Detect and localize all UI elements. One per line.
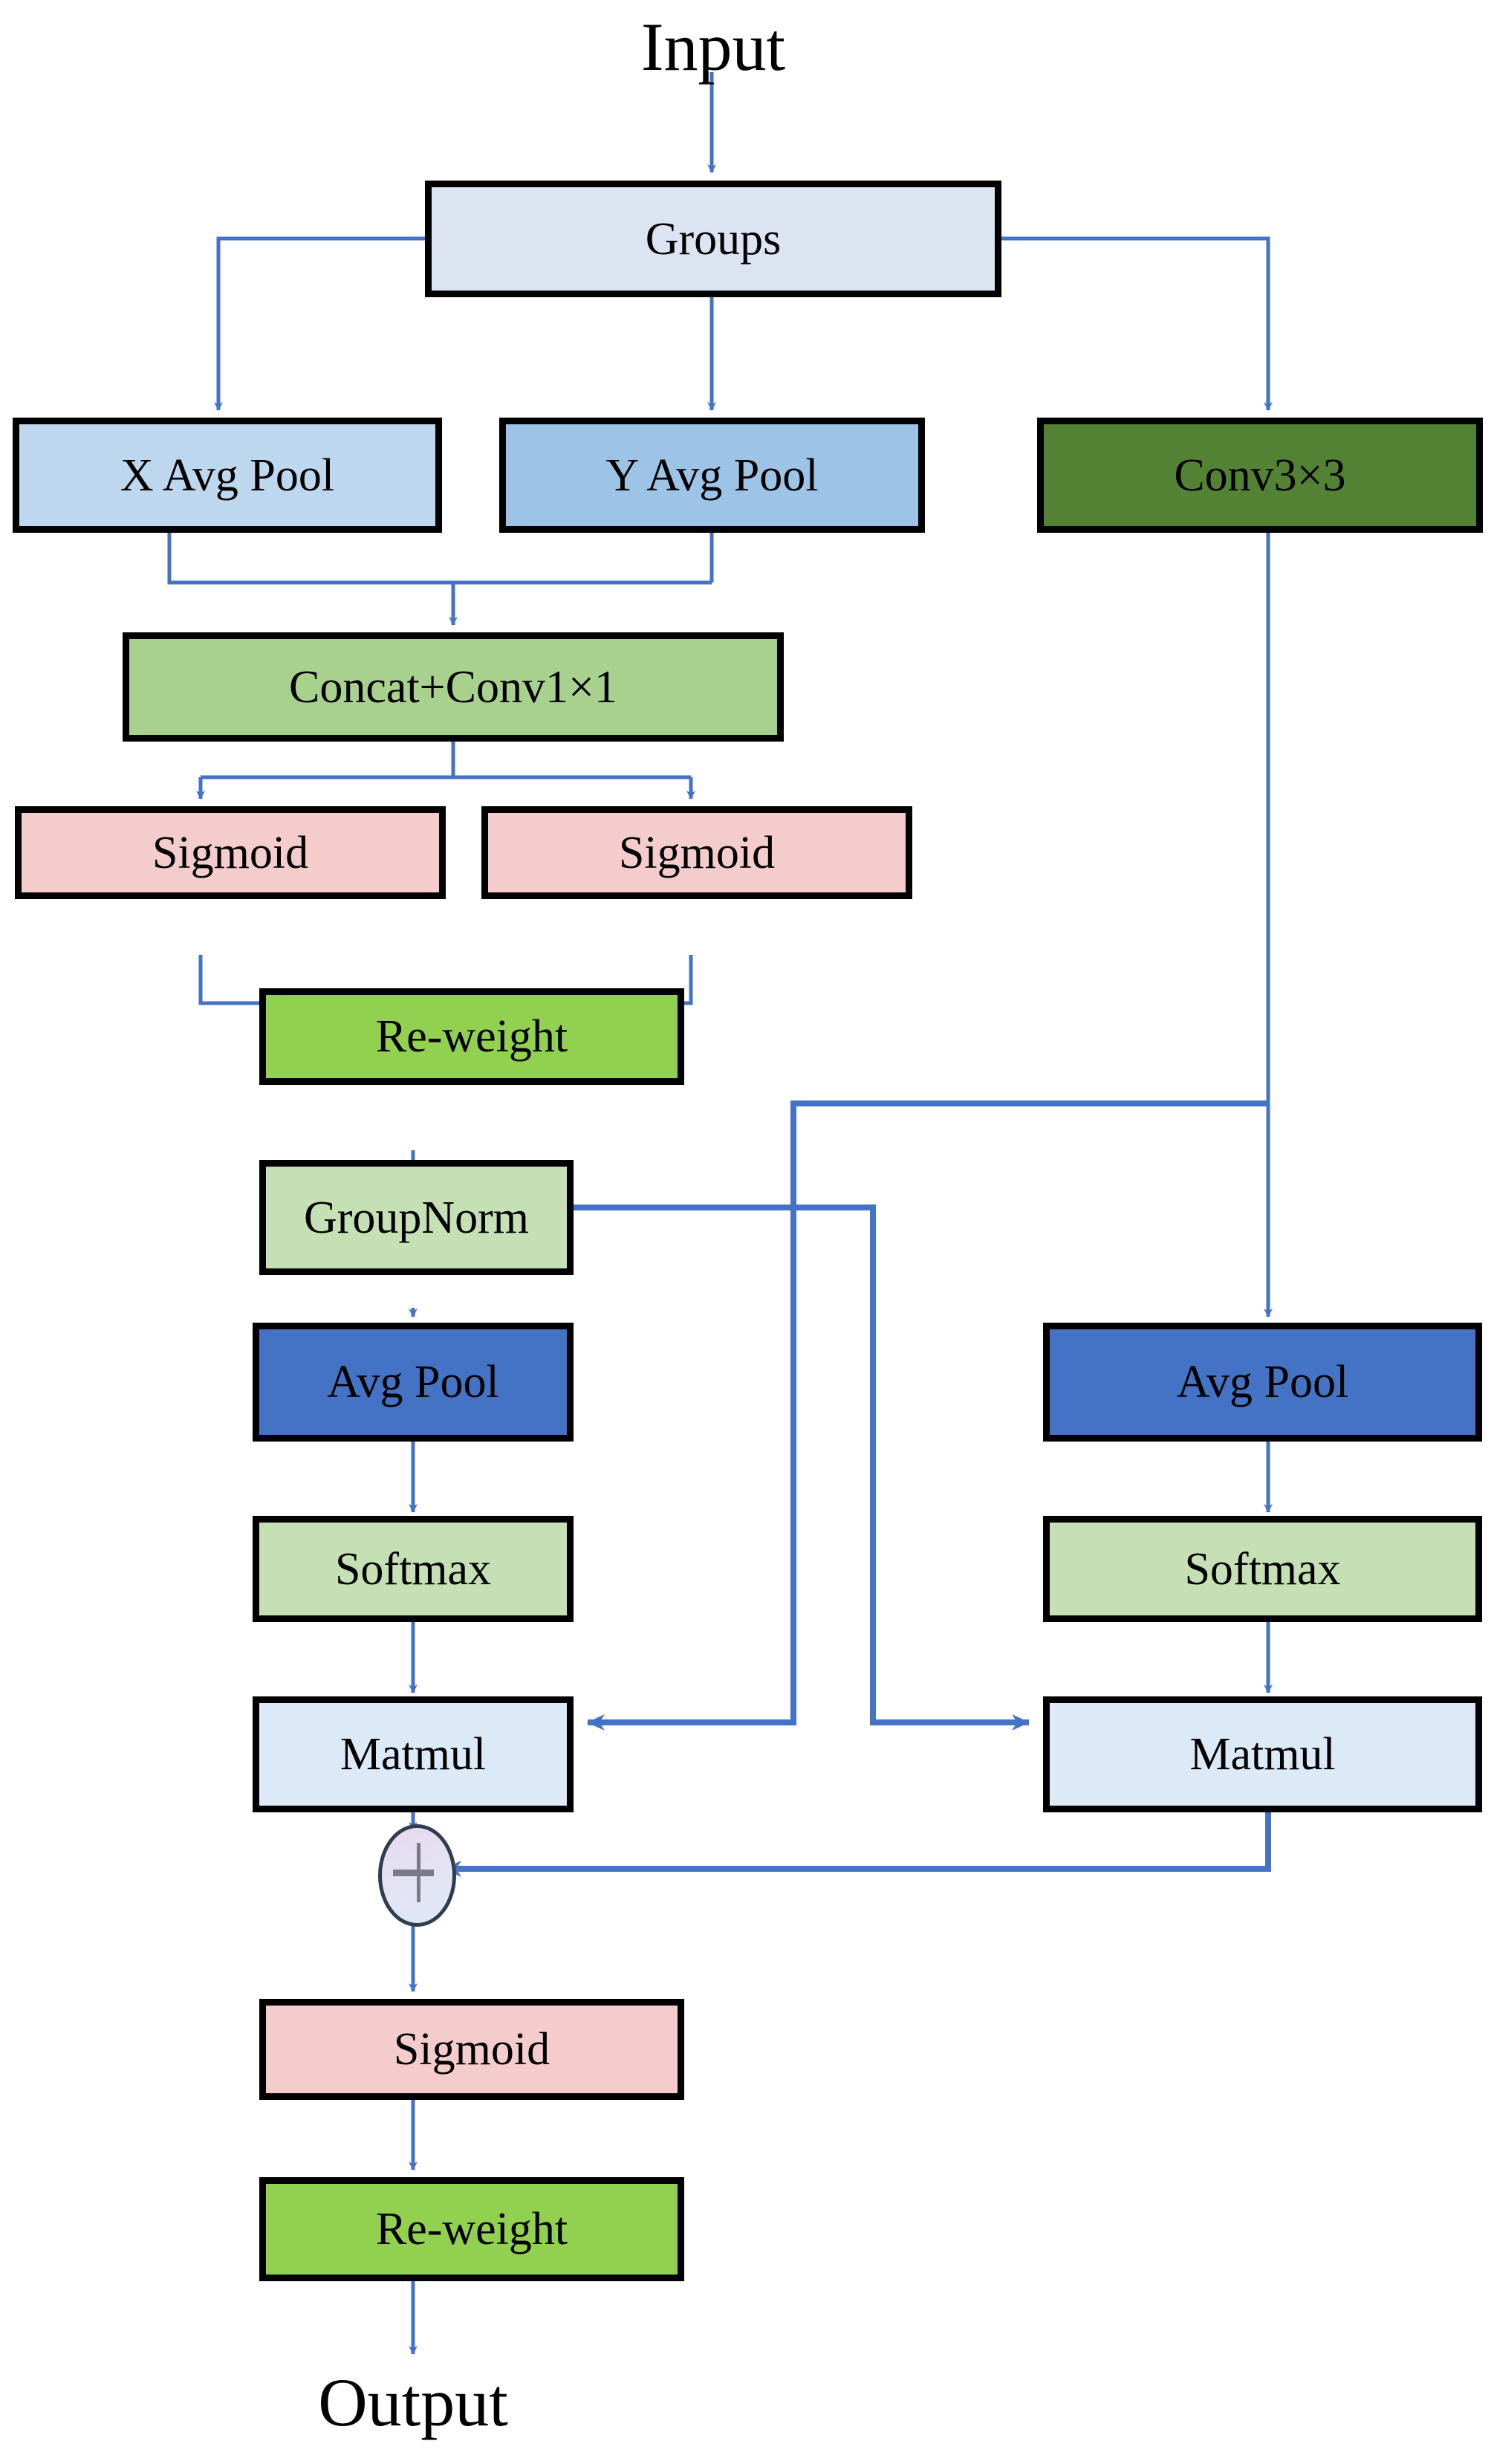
node-avgpool-left[interactable]: Avg Pool bbox=[253, 1323, 574, 1442]
plus-icon bbox=[378, 1824, 449, 1919]
node-matmul-left[interactable]: Matmul bbox=[253, 1696, 574, 1812]
node-x-avg-pool[interactable]: X Avg Pool bbox=[13, 418, 442, 533]
node-avgpool-right[interactable]: Avg Pool bbox=[1043, 1323, 1482, 1442]
node-y-avg-pool[interactable]: Y Avg Pool bbox=[499, 418, 925, 533]
node-reweight-upper[interactable]: Re-weight bbox=[259, 988, 684, 1085]
node-softmax-right-label: Softmax bbox=[1184, 1543, 1341, 1595]
node-sigmoid-right[interactable]: Sigmoid bbox=[481, 806, 912, 899]
node-y-avg-pool-label: Y Avg Pool bbox=[605, 450, 819, 501]
node-matmul-right[interactable]: Matmul bbox=[1043, 1696, 1482, 1812]
node-concat-conv1x1-label: Concat+Conv1×1 bbox=[289, 661, 617, 713]
node-conv3x3-label: Conv3×3 bbox=[1174, 450, 1346, 501]
node-concat-conv1x1[interactable]: Concat+Conv1×1 bbox=[123, 632, 784, 742]
node-groups-label: Groups bbox=[645, 213, 782, 265]
node-softmax-left-label: Softmax bbox=[334, 1543, 492, 1595]
node-x-avg-pool-label: X Avg Pool bbox=[120, 450, 335, 501]
node-matmul-left-label: Matmul bbox=[340, 1729, 487, 1780]
node-reweight-lower[interactable]: Re-weight bbox=[259, 2177, 684, 2281]
node-softmax-left[interactable]: Softmax bbox=[253, 1516, 574, 1622]
node-conv3x3[interactable]: Conv3×3 bbox=[1037, 418, 1483, 533]
node-sigmoid-left-label: Sigmoid bbox=[152, 827, 309, 878]
node-sigmoid-output-label: Sigmoid bbox=[393, 2024, 550, 2075]
node-reweight-lower-label: Re-weight bbox=[375, 2204, 568, 2254]
node-sigmoid-output[interactable]: Sigmoid bbox=[259, 1999, 684, 2100]
node-groupnorm[interactable]: GroupNorm bbox=[259, 1160, 574, 1275]
node-sigmoid-left[interactable]: Sigmoid bbox=[15, 806, 446, 899]
node-groupnorm-label: GroupNorm bbox=[303, 1192, 530, 1243]
node-avgpool-right-label: Avg Pool bbox=[1176, 1357, 1349, 1407]
node-softmax-right[interactable]: Softmax bbox=[1043, 1516, 1482, 1622]
node-reweight-upper-label: Re-weight bbox=[375, 1011, 568, 1062]
node-matmul-right-label: Matmul bbox=[1189, 1729, 1336, 1780]
node-groups[interactable]: Groups bbox=[425, 181, 1001, 297]
node-avgpool-left-label: Avg Pool bbox=[327, 1357, 499, 1407]
input-label: Input bbox=[640, 9, 786, 85]
output-label: Output bbox=[318, 2364, 508, 2440]
node-sigmoid-right-label: Sigmoid bbox=[618, 827, 776, 878]
